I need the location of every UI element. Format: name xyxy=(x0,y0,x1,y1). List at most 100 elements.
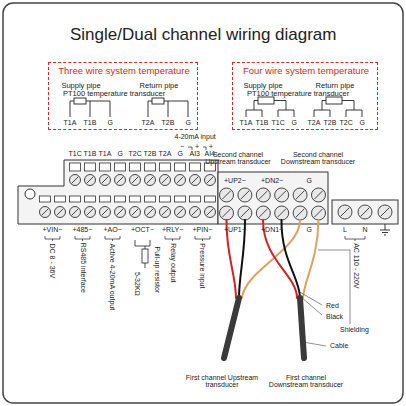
function-label: Pull-up resistor xyxy=(153,246,161,293)
transducer-label: First channel Upstream transducer xyxy=(182,374,262,389)
screw-slot xyxy=(192,177,199,184)
screw xyxy=(40,207,51,218)
terminal-label: 4-20mA input xyxy=(175,133,216,141)
screw-slot xyxy=(57,209,64,216)
screw-slot xyxy=(177,177,184,184)
screw-slot xyxy=(87,209,94,216)
wire-clamp xyxy=(115,196,126,202)
screw xyxy=(256,206,270,220)
function-label: Active 4-20mA output xyxy=(108,243,116,310)
terminal-label: Shielding xyxy=(340,326,369,334)
terminal-label: +AO− xyxy=(104,226,122,234)
wire-clamp xyxy=(160,196,171,202)
terminal-label: + xyxy=(195,143,199,151)
screw xyxy=(130,207,141,218)
wire-clamp xyxy=(145,163,156,171)
screw-slot xyxy=(259,191,267,199)
pair-bracket xyxy=(195,236,210,241)
terminal-label: +UP2− xyxy=(224,177,246,185)
screw-slot xyxy=(87,177,94,184)
screw-slot xyxy=(259,209,267,217)
screw xyxy=(70,175,81,186)
wire-clamp xyxy=(100,163,111,171)
screw xyxy=(238,188,252,202)
terminal-label: +VIN− xyxy=(43,226,63,234)
transducer-cables xyxy=(224,220,319,358)
pair-bracket xyxy=(105,236,120,241)
screw-slot xyxy=(278,191,286,199)
screw xyxy=(358,205,372,219)
wire-clamp xyxy=(175,163,186,171)
screw xyxy=(115,175,126,186)
screw-slot xyxy=(147,177,154,184)
terminal-label: + xyxy=(209,143,213,151)
terminal-label: L xyxy=(343,226,347,234)
resistor-symbol xyxy=(135,240,150,268)
wire-clamp xyxy=(85,196,96,202)
screw-slot xyxy=(132,177,139,184)
wire-clamp xyxy=(70,196,81,202)
wire-clamp xyxy=(190,196,201,202)
screw xyxy=(190,207,201,218)
screw-slot xyxy=(314,209,322,217)
wire-clamp xyxy=(130,196,141,202)
screw-slot xyxy=(241,209,249,217)
terminal-label: G xyxy=(118,150,123,158)
terminal-label: T2C xyxy=(340,119,353,127)
screw xyxy=(338,205,352,219)
screw-slot xyxy=(222,209,230,217)
wire-clamp xyxy=(70,163,81,171)
screw xyxy=(220,188,234,202)
ground-symbol xyxy=(380,224,390,235)
screw xyxy=(220,206,234,220)
screw-slot xyxy=(222,191,230,199)
terminal-label: T1C xyxy=(69,150,82,158)
function-label: RS485 interface xyxy=(79,243,87,293)
screw xyxy=(190,175,201,186)
terminal-label: T1A xyxy=(99,150,112,158)
wire-clamp xyxy=(55,196,66,202)
box-text: Supply pipe xyxy=(61,82,100,90)
pair-bracket xyxy=(45,236,60,241)
box-heading: Four wire system temperature xyxy=(243,66,369,76)
terminal-label: T1A xyxy=(240,119,253,127)
wire-clamp xyxy=(130,163,141,171)
small-terminal-housing xyxy=(18,160,218,224)
pt100-three-wire xyxy=(70,98,188,117)
terminal-label: +RLY− xyxy=(162,226,183,234)
terminal-label: T1B xyxy=(256,119,269,127)
screw xyxy=(85,207,96,218)
outer-frame xyxy=(3,3,403,403)
box-text: Return pipe xyxy=(140,82,179,90)
box-text: PT100 temperature transducer xyxy=(63,90,165,98)
wire-clamp xyxy=(190,163,201,171)
screw xyxy=(175,207,186,218)
terminal-label: +UP1− xyxy=(224,226,246,234)
screw-slot xyxy=(72,177,79,184)
terminal-label: G xyxy=(307,226,312,234)
diagram-title: Single/Dual channel wiring diagram xyxy=(70,26,336,45)
screw-slot xyxy=(162,177,169,184)
screw-slot xyxy=(102,209,109,216)
terminal-label: +OCT− xyxy=(131,226,154,234)
power-terminal-housing xyxy=(332,200,398,224)
screw xyxy=(275,206,289,220)
screw-slot xyxy=(241,191,249,199)
screw-slot xyxy=(341,208,349,216)
screw-slot xyxy=(361,208,369,216)
mounting-hole xyxy=(25,189,35,199)
screw xyxy=(85,175,96,186)
terminal-label: G xyxy=(307,177,312,185)
terminal-label: N xyxy=(363,226,368,234)
screw-slot xyxy=(42,209,49,216)
screw xyxy=(293,188,307,202)
screw-slot xyxy=(192,209,199,216)
screw xyxy=(115,207,126,218)
screw xyxy=(275,188,289,202)
wire-clamp xyxy=(40,196,51,202)
pair-bracket xyxy=(345,236,365,241)
wire-clamp xyxy=(100,196,111,202)
function-label: Relay output xyxy=(169,243,177,282)
screw-slot xyxy=(117,177,124,184)
terminal-label: T1B xyxy=(84,150,97,158)
